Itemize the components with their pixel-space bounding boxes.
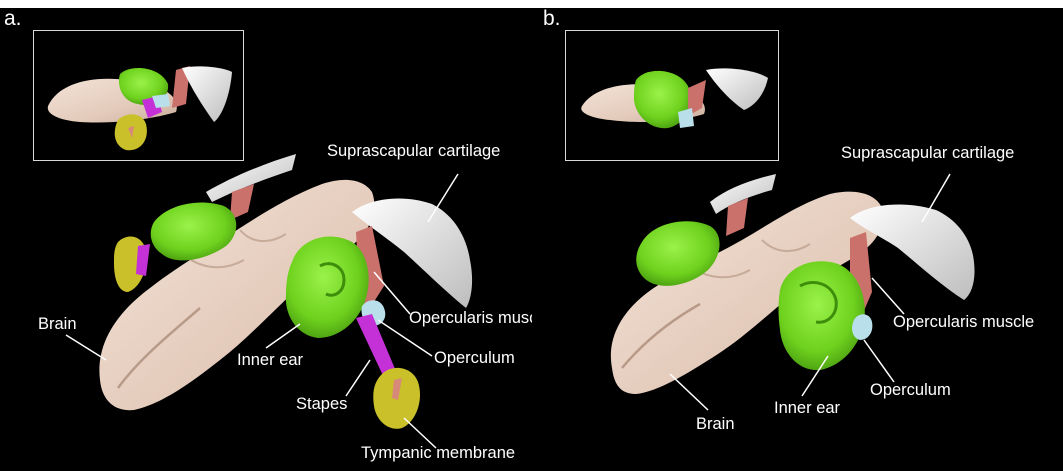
panel-a-label-brain: Brain [38,315,77,333]
panel-b-label-inner-ear: Inner ear [774,399,840,417]
panel-b-label-suprascapular-cartilage: Suprascapular cartilage [841,144,1014,162]
panel-b-label-opercularis-muscle: Opercularis muscle [893,313,1034,331]
panel-a: a. [0,8,532,471]
panel-a-label-suprascapular-cartilage: Suprascapular cartilage [327,142,500,160]
panel-a-inset-model [48,66,232,150]
panel-a-label-operculum: Operculum [434,349,515,367]
panel-a-label-inner-ear: Inner ear [237,351,303,369]
panel-a-label-tympanic-membrane: Tympanic membrane [361,444,515,462]
panel-a-label-stapes: Stapes [296,395,347,413]
panel-b: b. [532,8,1063,471]
panel-b-label-brain: Brain [696,415,735,433]
panel-a-render [0,8,532,471]
panel-a-label-opercularis-muscle: Opercularis muscle [409,309,532,327]
panel-a-inner-ear [286,236,369,338]
panel-b-inset-model [581,68,768,128]
panel-b-label-operculum: Operculum [870,381,951,399]
panel-b-inner-ear [779,261,865,370]
